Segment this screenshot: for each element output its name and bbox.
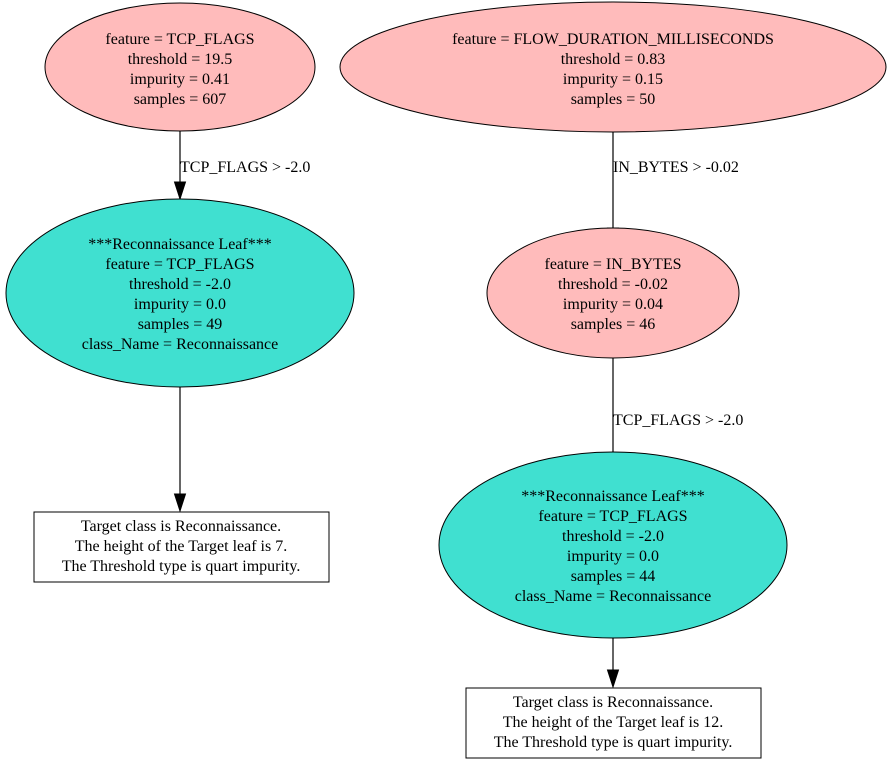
right-leaf-line-2: feature = TCP_FLAGS <box>538 508 687 525</box>
left-leaf-ellipse <box>5 198 355 388</box>
right-mid-line-1: feature = IN_BYTES <box>545 256 682 273</box>
left-summary-line-1: Target class is Reconnaissance. <box>81 518 281 535</box>
right-leaf-node: ***Reconnaissance Leaf*** feature = TCP_… <box>438 451 788 639</box>
right-edge-label-1: IN_BYTES > -0.02 <box>613 159 739 176</box>
right-summary-line-2: The height of the Target leaf is 12. <box>503 714 723 731</box>
right-root-node: feature = FLOW_DURATION_MILLISECONDS thr… <box>339 1 887 133</box>
arrow-head <box>173 181 187 201</box>
left-root-line-2: threshold = 19.5 <box>128 51 233 68</box>
left-summary-line-3: The Threshold type is quart impurity. <box>62 558 301 575</box>
left-edge-label: TCP_FLAGS > -2.0 <box>180 159 310 176</box>
right-root-line-1: feature = FLOW_DURATION_MILLISECONDS <box>452 31 774 48</box>
arrow-head <box>173 493 187 513</box>
right-mid-line-4: samples = 46 <box>571 316 656 333</box>
left-root-node: feature = TCP_FLAGS threshold = 19.5 imp… <box>44 2 316 132</box>
left-tree: TCP_FLAGS > -2.0 feature = TCP_FLAGS thr… <box>5 2 355 583</box>
right-root-line-2: threshold = 0.83 <box>561 51 666 68</box>
left-root-line-4: samples = 607 <box>134 91 227 108</box>
left-leaf-line-6: class_Name = Reconnaissance <box>82 336 279 353</box>
right-mid-node: feature = IN_BYTES threshold = -0.02 imp… <box>486 227 740 359</box>
left-leaf-line-4: impurity = 0.0 <box>134 296 226 313</box>
right-root-line-4: samples = 50 <box>571 91 656 108</box>
left-edge-root-to-leaf: TCP_FLAGS > -2.0 <box>173 131 310 201</box>
right-mid-line-3: impurity = 0.04 <box>563 296 663 313</box>
right-summary-rect <box>465 687 762 759</box>
left-root-ellipse <box>44 2 316 132</box>
left-summary-box: Target class is Reconnaissance. The heig… <box>33 511 330 583</box>
right-tree: IN_BYTES > -0.02 TCP_FLAGS > -2.0 featur… <box>339 1 887 759</box>
right-root-ellipse <box>339 1 887 133</box>
right-summary-line-3: The Threshold type is quart impurity. <box>494 734 733 751</box>
left-leaf-line-2: feature = TCP_FLAGS <box>105 256 254 273</box>
right-leaf-line-3: threshold = -2.0 <box>562 528 664 545</box>
right-edge-label-2: TCP_FLAGS > -2.0 <box>613 412 743 429</box>
left-summary-line-2: The height of the Target leaf is 7. <box>75 538 287 555</box>
left-root-line-1: feature = TCP_FLAGS <box>105 31 254 48</box>
right-leaf-line-5: samples = 44 <box>571 568 656 585</box>
right-leaf-line-1: ***Reconnaissance Leaf*** <box>521 488 704 505</box>
left-leaf-node: ***Reconnaissance Leaf*** feature = TCP_… <box>5 198 355 388</box>
right-root-line-3: impurity = 0.15 <box>563 71 663 88</box>
left-leaf-line-5: samples = 49 <box>138 316 223 333</box>
left-leaf-line-3: threshold = -2.0 <box>129 276 231 293</box>
right-leaf-ellipse <box>438 451 788 639</box>
right-leaf-line-4: impurity = 0.0 <box>567 548 659 565</box>
left-edge-leaf-to-summary <box>173 387 187 513</box>
left-leaf-line-1: ***Reconnaissance Leaf*** <box>88 236 271 253</box>
right-edge-leaf-to-summary <box>606 638 620 689</box>
right-mid-line-2: threshold = -0.02 <box>558 276 668 293</box>
right-leaf-line-6: class_Name = Reconnaissance <box>515 588 712 605</box>
left-summary-rect <box>33 511 330 583</box>
right-summary-line-1: Target class is Reconnaissance. <box>513 694 713 711</box>
left-root-line-3: impurity = 0.41 <box>130 71 230 88</box>
right-mid-ellipse <box>486 227 740 359</box>
right-summary-box: Target class is Reconnaissance. The heig… <box>465 687 762 759</box>
arrow-head <box>606 669 620 689</box>
